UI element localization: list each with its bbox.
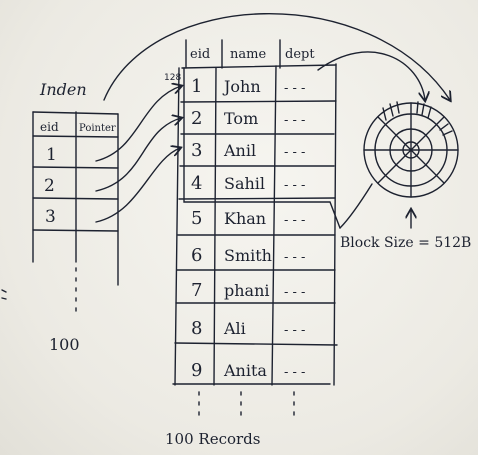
index-header-pointer: Pointer [79,123,116,134]
data-footer: 100 Records [165,430,260,448]
row-1-eid: 1 [191,76,202,97]
row-3-dept: - - - [284,145,305,160]
row-7-name: phani [224,281,270,300]
row-2-dept: - - - [284,113,305,128]
index-row-3: 3 [45,207,56,227]
index-footer: 100 [49,335,80,354]
row-3-eid: 3 [191,140,202,161]
row-5-name: Khan [224,209,266,228]
data-header-dept: dept [285,47,315,62]
row-4-dept: - - - [284,178,305,193]
index-table [32,111,119,319]
row-3-name: Anil [223,141,256,160]
data-rows: 1 John - - - 2 Tom - - - 3 Anil - - - 4 Sahil - - -… [191,76,305,381]
row-8-eid: 8 [191,318,202,339]
disk-drawing [339,101,459,229]
row-6-name: Smith [224,246,272,265]
row-4-eid: 4 [191,173,202,194]
index-row-2: 2 [44,176,55,196]
block-size-label: Block Size = 512B [340,235,471,251]
index-title: Inden [39,80,87,99]
row-2-name: Tom [224,109,258,128]
index-row-1: 1 [46,145,57,165]
row-2-eid: 2 [191,108,202,129]
row-9-dept: - - - [284,365,305,380]
pointer-arrows [95,13,450,223]
row-8-dept: - - - [284,323,305,338]
row-5-eid: 5 [191,208,202,229]
start-address: 128 [164,73,181,83]
index-header-eid: eid [40,120,59,134]
data-header-eid: eid [190,47,210,62]
row-6-eid: 6 [191,245,202,266]
row-7-eid: 7 [191,280,202,301]
row-6-dept: - - - [284,250,305,265]
row-5-dept: - - - [284,213,305,228]
row-7-dept: - - - [284,285,305,300]
row-9-eid: 9 [191,360,202,381]
row-9-name: Anita [223,361,267,380]
row-8-name: Ali [223,319,246,338]
row-1-name: John [222,77,261,96]
row-1-dept: - - - [284,81,305,96]
data-header-name: name [230,47,266,62]
row-4-name: Sahil [224,174,265,193]
